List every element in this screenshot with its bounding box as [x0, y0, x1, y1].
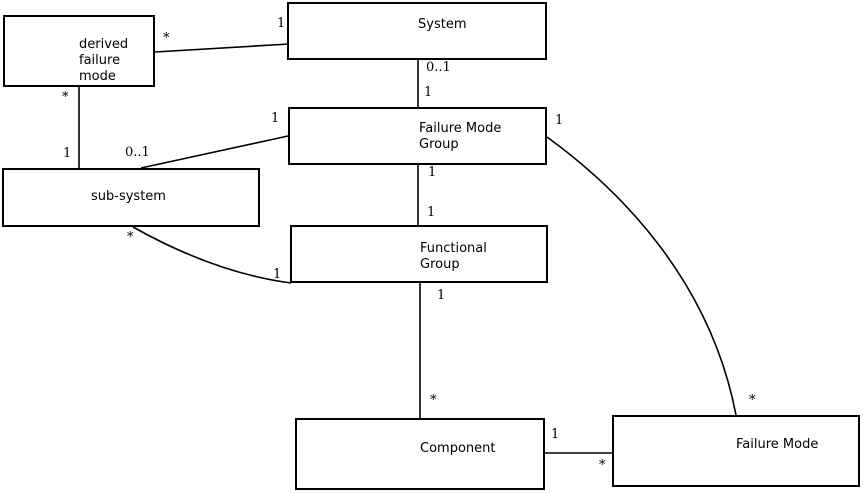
mult-fmg-subsystem-at-subsystem: 0..1: [125, 145, 150, 160]
edge-failure-mode-group-sub-system: [140, 135, 289, 169]
mult-component-fm-at-fm: *: [599, 458, 606, 473]
node-system: [287, 2, 547, 60]
node-sub-system: [2, 168, 260, 227]
node-functional-group-label: Functional Group: [420, 241, 487, 272]
mult-fmg-fm-at-fm: *: [749, 393, 756, 408]
node-component-label: Component: [420, 441, 496, 456]
node-derived-failure-mode-label: derived failure mode: [79, 37, 129, 84]
mult-subsystem-fg-at-fg: 1: [273, 267, 282, 282]
edge-derived-failure-mode-system: [154, 43, 290, 53]
edge-sub-system-functional-group: [132, 226, 292, 284]
mult-component-fm-at-component: 1: [551, 427, 560, 442]
mult-fg-component-at-fg: 1: [437, 288, 446, 303]
mult-dfm-system-at-dfm: *: [163, 31, 170, 46]
node-component: [295, 418, 545, 490]
node-derived-failure-mode: [3, 15, 155, 87]
node-failure-mode-label: Failure Mode: [736, 437, 819, 452]
mult-system-fmg-at-system: 0..1: [426, 60, 451, 75]
mult-fmg-fg-at-fg: 1: [427, 205, 436, 220]
node-functional-group: [290, 225, 548, 283]
mult-fmg-subsystem-at-fmg: 1: [271, 111, 280, 126]
mult-system-fmg-at-fmg: 1: [424, 85, 433, 100]
node-failure-mode: [612, 415, 860, 487]
node-failure-mode-group-label: Failure Mode Group: [419, 121, 502, 152]
node-sub-system-label: sub-system: [91, 189, 166, 204]
node-failure-mode-group: [288, 107, 547, 165]
edge-failure-mode-group-failure-mode: [546, 136, 737, 416]
node-system-label: System: [418, 17, 467, 32]
mult-dfm-subsystem-at-subsystem: 1: [63, 146, 72, 161]
mult-fmg-fg-at-fmg: 1: [428, 165, 437, 180]
mult-subsystem-fg-at-subsystem: *: [127, 230, 134, 245]
mult-fg-component-at-component: *: [430, 393, 437, 408]
mult-dfm-system-at-system: 1: [277, 16, 286, 31]
mult-fmg-fm-at-fmg: 1: [555, 113, 564, 128]
mult-dfm-subsystem-at-dfm: *: [62, 90, 69, 105]
